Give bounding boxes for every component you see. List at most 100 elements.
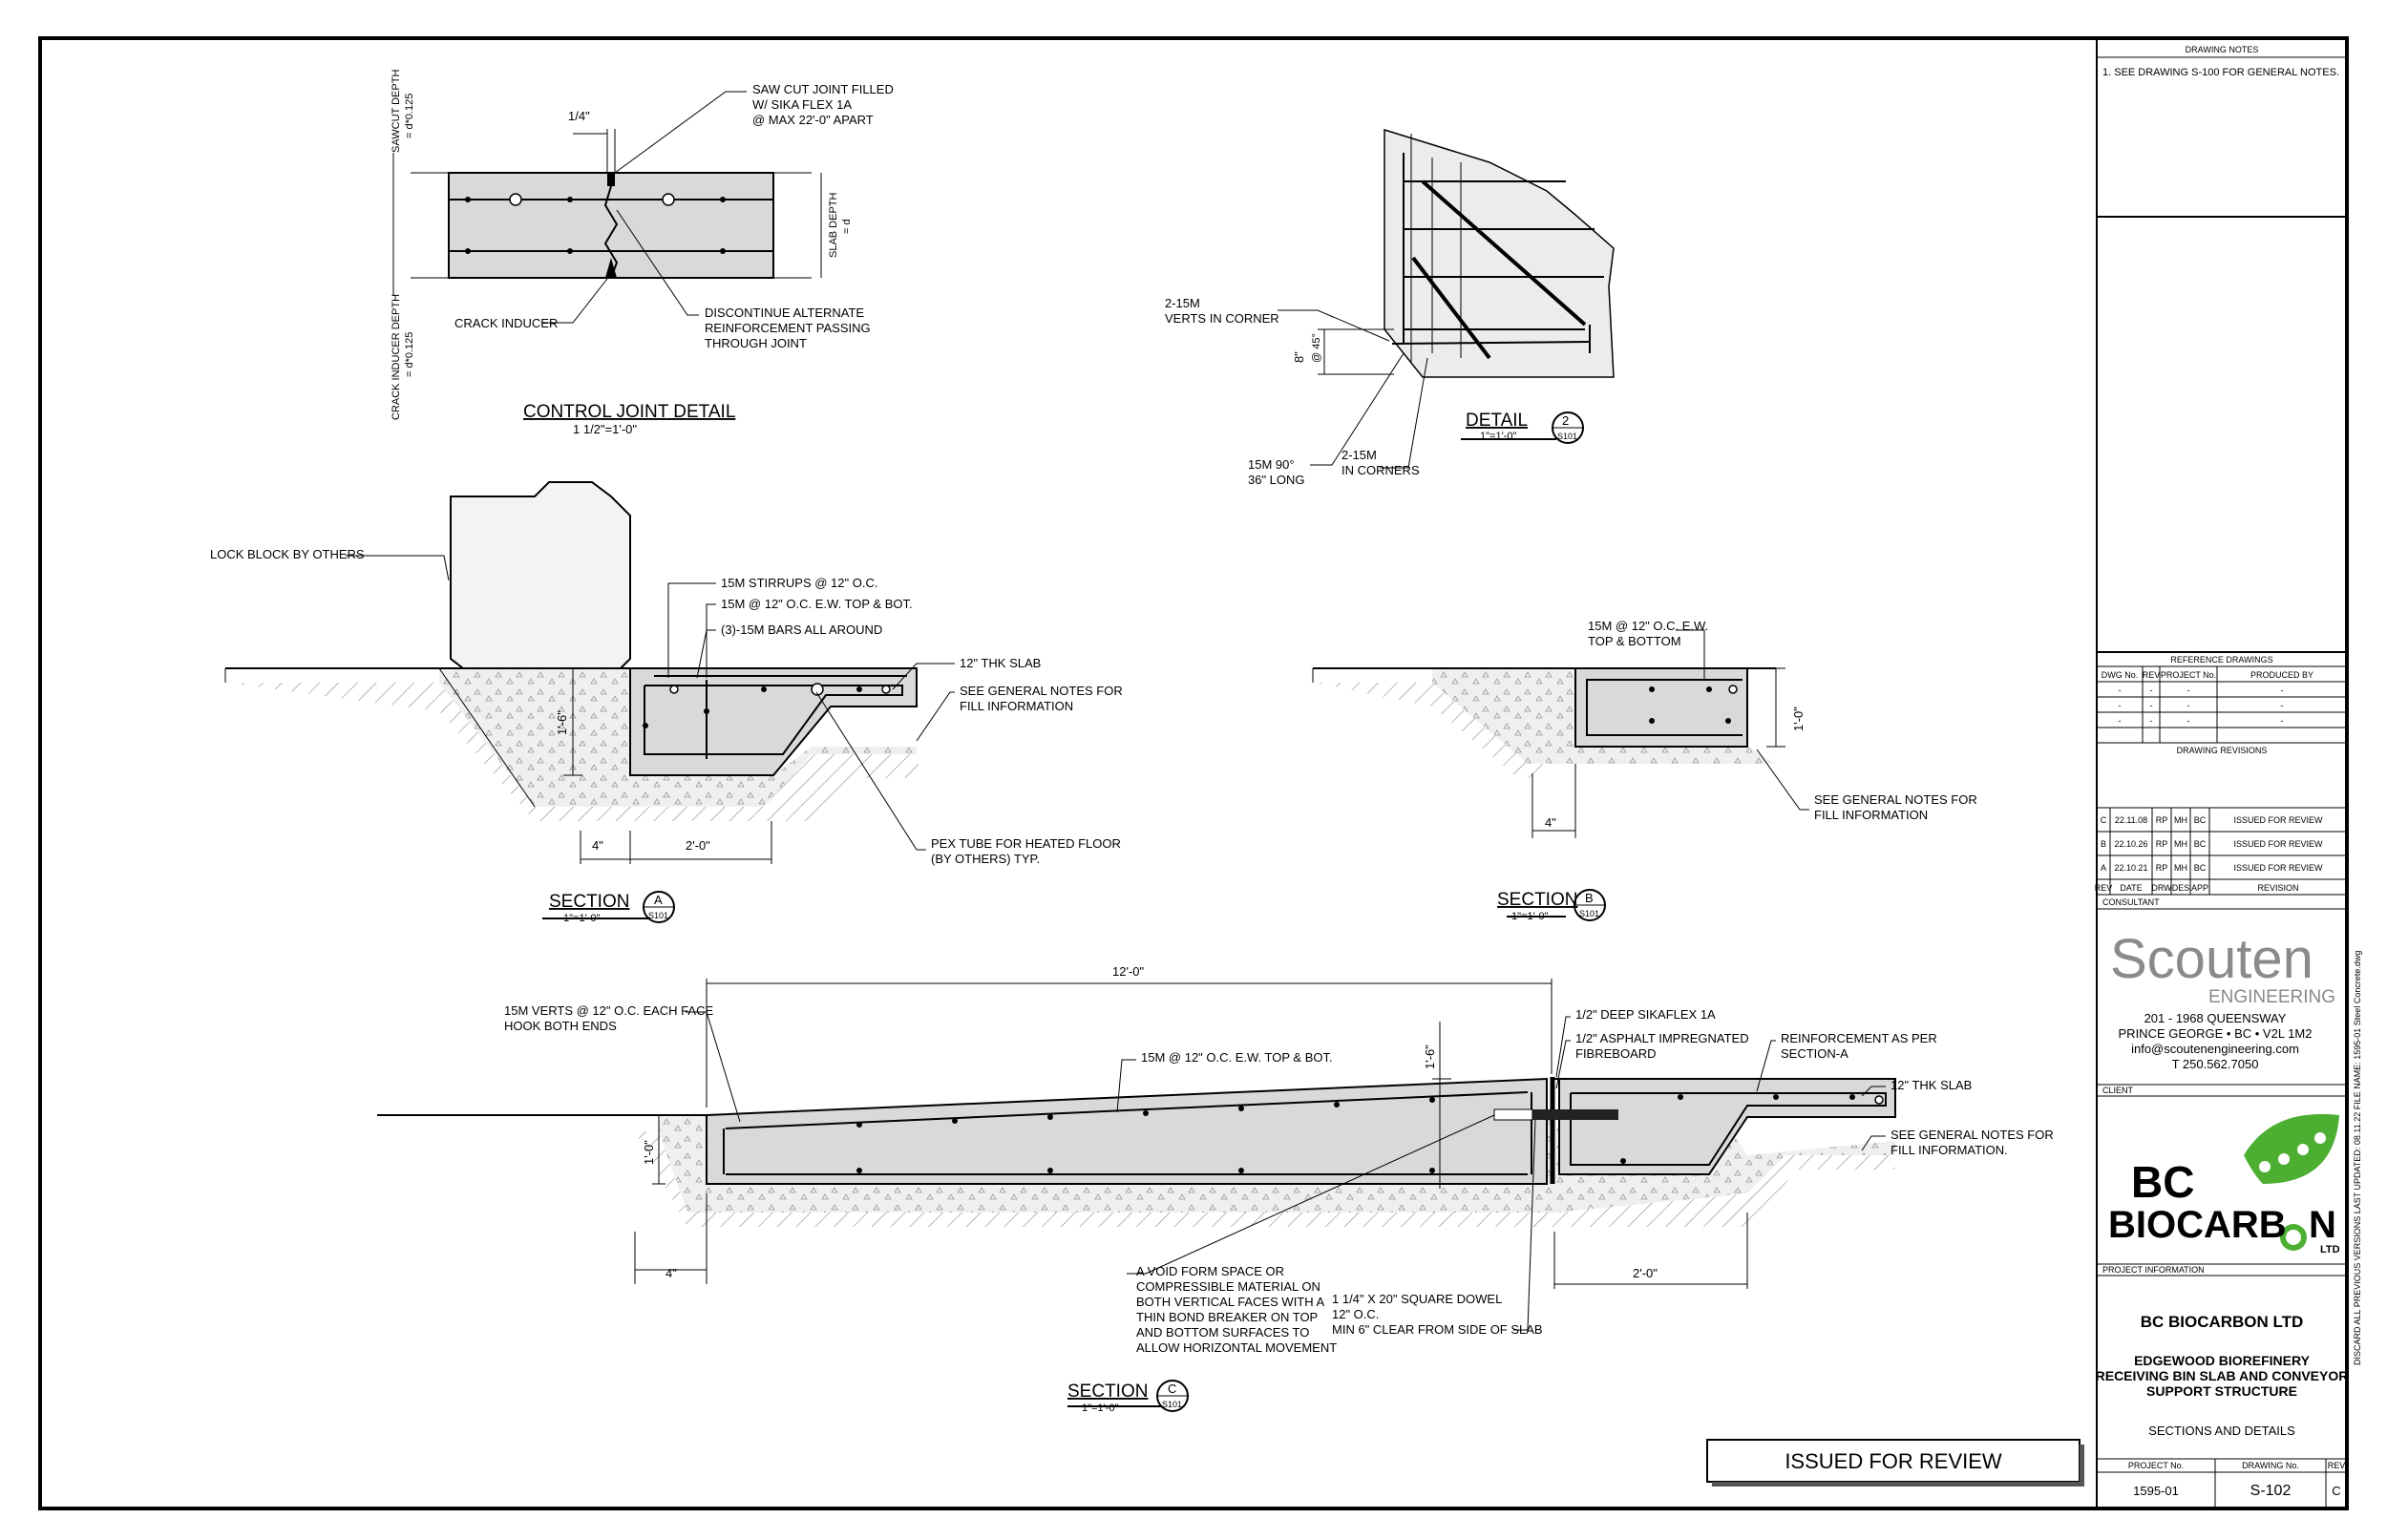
section-a-fill-1: SEE GENERAL NOTES FOR [960, 684, 1123, 698]
drawing-no-label: DRAWING No. [2242, 1461, 2299, 1470]
rev-cell: BC [2194, 815, 2207, 825]
ref-col-dwg: DWG No. [2102, 670, 2139, 680]
crack-inducer-depth-value: = d*0.125 [404, 332, 415, 377]
rev-col: DATE [2120, 883, 2142, 893]
dowel-label-1: 1 1/4" X 20" SQUARE DOWEL [1332, 1292, 1502, 1306]
ref-cell: - [2281, 716, 2284, 726]
section-c-drawing [377, 979, 1896, 1412]
drawing-revisions-header: DRAWING REVISIONS [2177, 746, 2268, 755]
project-no: 1595-01 [2133, 1484, 2179, 1498]
section-a-height-dim: 1'-6" [555, 710, 569, 735]
section-a-fill-2: FILL INFORMATION [960, 699, 1073, 713]
ref-cell: - [2150, 701, 2153, 710]
section-b-ew-1: 15M @ 12" O.C. E.W. [1588, 619, 1708, 633]
detail2-15m90-2: 36" LONG [1248, 473, 1305, 487]
control-joint-title: CONTROL JOINT DETAIL [523, 402, 735, 422]
section-c-slab-label: 12" THK SLAB [1891, 1078, 1972, 1092]
section-a-bubble-letter: A [654, 893, 663, 907]
rev-cell: B [2101, 839, 2106, 849]
rev-cell: ISSUED FOR REVIEW [2233, 815, 2323, 825]
ref-cell: - [2187, 716, 2190, 726]
title-block-lines [2097, 56, 2347, 1508]
dowel-label-2: 12" O.C. [1332, 1307, 1379, 1321]
rev-cell: MH [2174, 863, 2187, 873]
issued-stamp-text: ISSUED FOR REVIEW [1785, 1449, 2002, 1473]
section-c-verts-2: HOOK BOTH ENDS [504, 1019, 617, 1033]
void-form-4: THIN BOND BREAKER ON TOP [1136, 1310, 1318, 1324]
section-c-12in-dim: 1'-0" [642, 1140, 656, 1165]
void-form-1: A VOID FORM SPACE OR [1136, 1264, 1284, 1278]
reinforcement-label-2: SECTION-A [1781, 1046, 1848, 1061]
sheet-title: SECTIONS AND DETAILS [2148, 1424, 2295, 1438]
project-name-3: SUPPORT STRUCTURE [2146, 1383, 2297, 1399]
void-form-3: BOTH VERTICAL FACES WITH A [1136, 1295, 1325, 1309]
section-a-drawing [224, 481, 955, 923]
scouten-engineering: ENGINEERING [2208, 987, 2335, 1007]
section-a-2ft-dim: 2'-0" [686, 838, 710, 853]
ref-rows: - - - - - - - - - - - - [2119, 686, 2284, 726]
client-label: CLIENT [2102, 1086, 2134, 1095]
section-b-scale: 1"=1'-0" [1511, 911, 1548, 922]
consultant-label: CONSULTANT [2102, 897, 2160, 907]
reference-drawings-header: REFERENCE DRAWINGS [2170, 655, 2272, 665]
void-form-6: ALLOW HORIZONTAL MOVEMENT [1136, 1340, 1337, 1355]
ref-col-produced: PRODUCED BY [2250, 670, 2313, 680]
ref-cell: - [2281, 701, 2284, 710]
section-c-bubble-letter: C [1168, 1382, 1176, 1396]
project-name-2: RECEIVING BIN SLAB AND CONVEYOR [2096, 1368, 2349, 1383]
section-c-scale: 1"=1'-0" [1082, 1403, 1118, 1414]
rev-cell: 22.10.21 [2114, 863, 2147, 873]
ref-cell: - [2119, 716, 2122, 726]
section-b-4in-dim: 4" [1545, 815, 1556, 830]
void-form-5: AND BOTTOM SURFACES TO [1136, 1325, 1309, 1340]
section-b-title: SECTION [1497, 890, 1577, 910]
lock-block-label: LOCK BLOCK BY OTHERS [210, 547, 365, 561]
section-c-title: SECTION [1067, 1382, 1148, 1402]
ew-label: 15M @ 12" O.C. E.W. TOP & BOT. [721, 597, 913, 611]
scouten-phone: T 250.562.7050 [2172, 1057, 2259, 1071]
ref-cell: - [2119, 686, 2122, 695]
bc-logo-text: BC [2131, 1157, 2194, 1207]
discontinue-note-2: REINFORCEMENT PASSING [705, 321, 871, 335]
ltd-logo-text: LTD [2320, 1244, 2340, 1255]
revision-letter: C [2332, 1484, 2340, 1498]
detail2-at45: @ 45° [1311, 333, 1322, 363]
section-b-ew-2: TOP & BOTTOM [1588, 634, 1681, 648]
section-c-12ft-dim: 12'-0" [1112, 964, 1145, 979]
ref-cell: - [2150, 686, 2153, 695]
rev-col: DES [2172, 883, 2190, 893]
slab-depth-value: = d [841, 219, 853, 234]
crack-inducer-depth-label: CRACK INDUCER DEPTH [391, 294, 402, 420]
pex-label-1: PEX TUBE FOR HEATED FLOOR [931, 836, 1121, 851]
section-c-ew-label: 15M @ 12" O.C. E.W. TOP & BOT. [1141, 1050, 1333, 1065]
bc-biocarbon-logo [2244, 1113, 2339, 1251]
section-b-drawing [1312, 629, 1809, 921]
revision-rows: C 22.11.08 RP MH BC ISSUED FOR REVIEW B … [2095, 815, 2323, 893]
section-c-2ft-dim: 2'-0" [1633, 1266, 1658, 1280]
section-c-fill-1: SEE GENERAL NOTES FOR [1891, 1128, 2054, 1142]
drawing-no: S-102 [2250, 1483, 2292, 1499]
rev-col: REVISION [2257, 883, 2298, 893]
section-b-fill-2: FILL INFORMATION [1814, 808, 1928, 822]
detail2-corners-2: IN CORNERS [1341, 463, 1420, 477]
rev-cell: ISSUED FOR REVIEW [2233, 863, 2323, 873]
ref-cell: - [2187, 701, 2190, 710]
asphalt-label-2: FIBREBOARD [1575, 1046, 1657, 1061]
dowel-label-3: MIN 6" CLEAR FROM SIDE OF SLAB [1332, 1322, 1543, 1337]
rev-col: REV [2095, 883, 2113, 893]
detail-2-drawing [1278, 128, 1615, 469]
stirrups-label: 15M STIRRUPS @ 12" O.C. [721, 576, 877, 590]
rev-cell: BC [2194, 839, 2207, 849]
project-name-1: EDGEWOOD BIOREFINERY [2134, 1353, 2310, 1368]
ref-cell: - [2150, 716, 2153, 726]
section-c-fill-2: FILL INFORMATION. [1891, 1143, 2008, 1157]
rev-col: APP [2191, 883, 2208, 893]
section-c-18in-dim: 1'-6" [1423, 1044, 1437, 1069]
scouten-logo: Scouten [2110, 928, 2313, 990]
crack-inducer-label: CRACK INDUCER [454, 316, 558, 330]
sawcut-note-2: W/ SIKA FLEX 1A [752, 97, 852, 112]
rev-cell: MH [2174, 839, 2187, 849]
ref-cell: - [2187, 686, 2190, 695]
rev-col: DRW [2151, 883, 2172, 893]
pex-label-2: (BY OTHERS) TYP. [931, 852, 1040, 866]
